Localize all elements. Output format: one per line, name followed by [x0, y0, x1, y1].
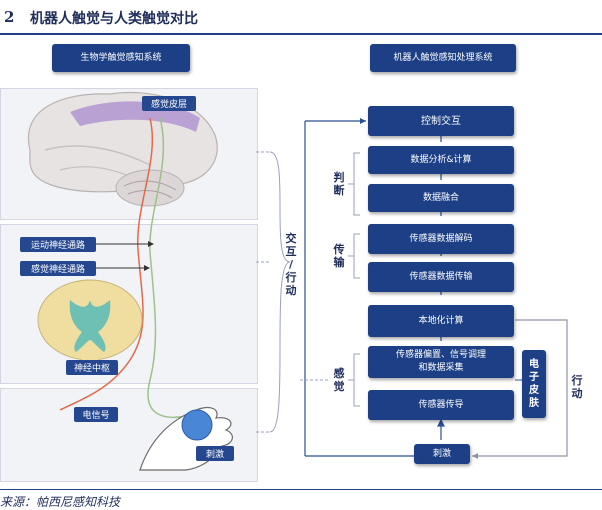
- box-sensor-bias: 传感器偏置、信号调理 和数据采集: [368, 346, 514, 378]
- eskin-char: 皮: [529, 384, 539, 397]
- transport-char: 传: [332, 243, 346, 256]
- mid-char: 动: [284, 284, 298, 297]
- action-char: 动: [570, 387, 584, 400]
- judge-char: 断: [332, 184, 346, 197]
- bias-line-2: 和数据采集: [418, 362, 463, 375]
- label-sensory-cortex: 感觉皮层: [142, 96, 196, 111]
- sense-char: 感: [332, 367, 346, 380]
- mid-char: 互: [284, 245, 298, 258]
- box-stimulus-robot: 刺激: [414, 444, 470, 464]
- box-electronic-skin: 电 子 皮 肤: [522, 350, 546, 418]
- label-electric-signal: 电信号: [74, 407, 118, 422]
- footer-rule: [0, 489, 602, 490]
- robot-system-title: 机器人触觉感知处理系统: [370, 44, 516, 72]
- eskin-char: 肤: [529, 397, 539, 410]
- sense-char: 觉: [332, 380, 346, 393]
- mid-char: 行: [284, 271, 298, 284]
- group-label-judge: 判 断: [332, 171, 346, 197]
- group-label-transport: 传 输: [332, 243, 346, 269]
- mid-char: 交: [284, 232, 298, 245]
- box-sensor-conduct: 传感器传导: [368, 390, 514, 420]
- group-label-sense: 感 觉: [332, 367, 346, 393]
- box-local-compute: 本地化计算: [368, 305, 514, 337]
- action-char: 行: [570, 374, 584, 387]
- eskin-char: 子: [529, 371, 539, 384]
- bias-line-1: 传感器偏置、信号调理: [396, 349, 486, 362]
- label-sensory-pathway: 感觉神经通路: [20, 261, 96, 276]
- box-sensor-transmit: 传感器数据传输: [368, 262, 514, 292]
- label-motor-pathway: 运动神经通路: [20, 237, 96, 252]
- action-label: 行 动: [570, 374, 584, 400]
- box-data-fusion: 数据融合: [368, 184, 514, 212]
- mid-char: /: [284, 258, 298, 271]
- source-note: 来源：帕西尼感知科技: [0, 493, 120, 510]
- interaction-action-label: 交 互 / 行 动: [284, 232, 298, 297]
- judge-char: 判: [332, 171, 346, 184]
- spinal-cord-illustration: [38, 280, 142, 368]
- label-neural-center: 神经中枢: [66, 360, 118, 375]
- box-sensor-decode: 传感器数据解码: [368, 224, 514, 254]
- box-data-analysis: 数据分析&计算: [368, 146, 514, 174]
- box-control-interaction: 控制交互: [368, 106, 514, 136]
- transport-char: 输: [332, 256, 346, 269]
- label-stimulus-bio: 刺激: [196, 446, 234, 461]
- eskin-char: 电: [529, 358, 539, 371]
